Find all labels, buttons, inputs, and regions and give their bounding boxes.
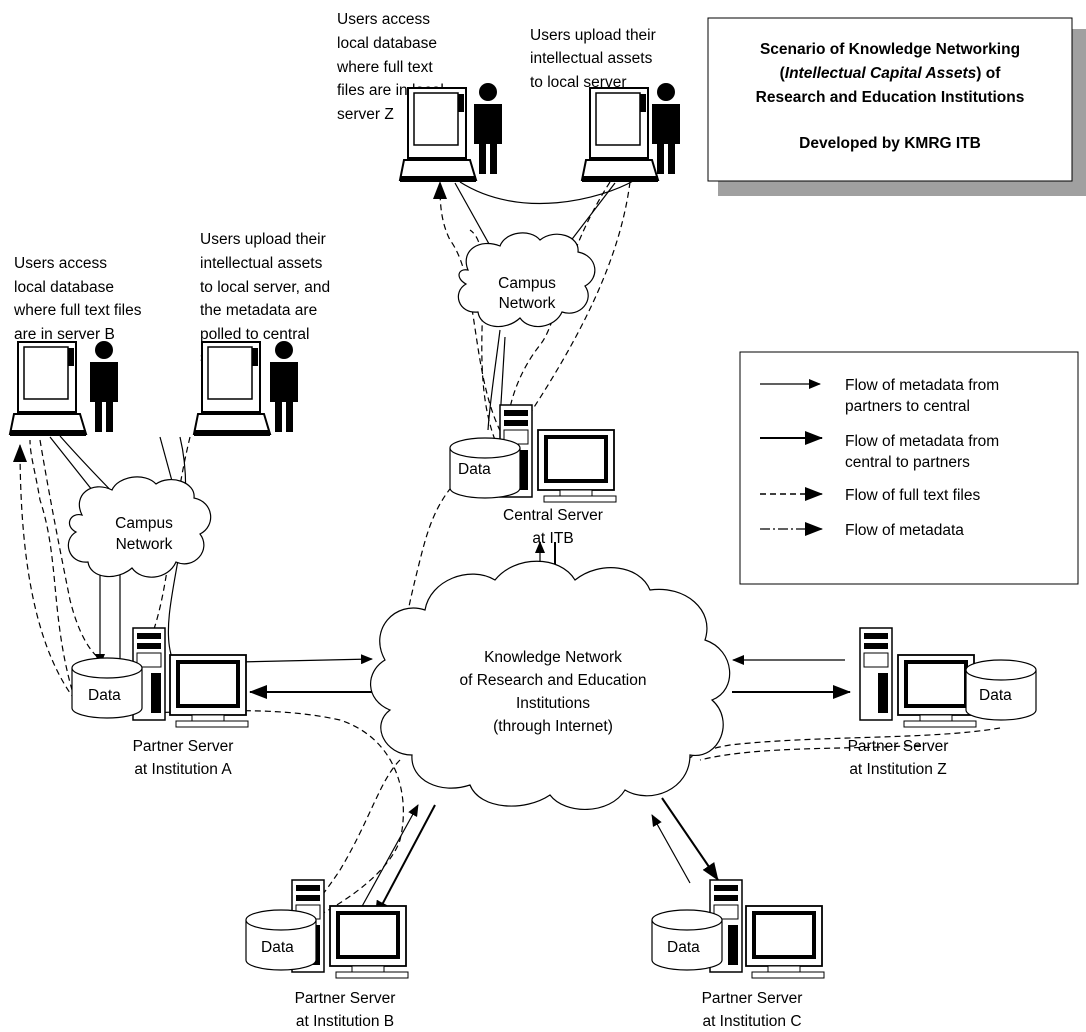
- cloud-campus-left: Campus Network: [67, 476, 212, 578]
- svg-text:Users access: Users access: [337, 11, 430, 28]
- title-line-2: (Intellectual Capital Assets) of: [780, 65, 1002, 82]
- cloud-knowledge-network: Knowledge Network of Research and Educat…: [370, 560, 731, 810]
- title-line-4: Developed by KMRG ITB: [799, 135, 981, 152]
- svg-text:Partner Server: Partner Server: [133, 738, 234, 755]
- tower-icon: [859, 627, 893, 721]
- svg-text:Institutions: Institutions: [516, 695, 590, 712]
- laptop-top-right: [580, 87, 660, 182]
- svg-text:Partner Server: Partner Server: [848, 738, 949, 755]
- svg-text:polled to central: polled to central: [200, 326, 309, 343]
- svg-text:of Research and Education: of Research and Education: [460, 672, 647, 689]
- svg-text:(through Internet): (through Internet): [493, 718, 613, 735]
- laptop-mid-left: [8, 341, 88, 436]
- legend-item-dash-dot: Flow of metadata: [760, 522, 964, 539]
- svg-text:Flow of metadata: Flow of metadata: [845, 522, 964, 539]
- user-figure-mid-right: [270, 341, 298, 432]
- svg-text:at Institution C: at Institution C: [702, 1013, 801, 1030]
- svg-text:Knowledge Network: Knowledge Network: [484, 649, 622, 666]
- svg-text:Data: Data: [88, 687, 121, 704]
- svg-text:at Institution B: at Institution B: [296, 1013, 394, 1030]
- user-figure-top-left: [474, 83, 502, 174]
- database-icon: Data: [449, 437, 521, 499]
- monitor-icon: [169, 654, 249, 728]
- svg-text:Network: Network: [499, 295, 556, 312]
- svg-text:Users access: Users access: [14, 255, 107, 272]
- note-mid-left: Users access local database where full t…: [13, 255, 142, 343]
- svg-text:at ITB: at ITB: [532, 530, 573, 547]
- user-figure-top-right: [652, 83, 680, 174]
- svg-text:to local server: to local server: [530, 74, 626, 91]
- database-icon: Data: [965, 659, 1037, 721]
- monitor-icon: [897, 654, 977, 728]
- monitor-icon: [745, 905, 825, 979]
- cloud-campus-top: Campus Network: [457, 232, 596, 328]
- legend-item-dashed: Flow of full text files: [760, 487, 980, 504]
- partner-server-a: Data Partner Server at Institution A: [71, 627, 249, 778]
- svg-text:Campus: Campus: [498, 275, 556, 292]
- svg-text:intellectual assets: intellectual assets: [530, 50, 653, 67]
- laptop-mid-right: [192, 341, 272, 436]
- svg-text:Campus: Campus: [115, 515, 173, 532]
- database-icon: Data: [245, 909, 317, 971]
- database-icon: Data: [651, 909, 723, 971]
- svg-text:to local server, and: to local server, and: [200, 279, 330, 296]
- database-icon: Data: [71, 657, 143, 719]
- svg-text:Data: Data: [979, 687, 1012, 704]
- legend-item-thin-solid: Flow of metadata from partners to centra…: [760, 377, 999, 415]
- svg-text:intellectual assets: intellectual assets: [200, 255, 323, 272]
- monitor-icon: [537, 429, 617, 503]
- user-figure-mid-left: [90, 341, 118, 432]
- laptop-top-left: [398, 87, 478, 182]
- svg-text:the metadata are: the metadata are: [200, 302, 317, 319]
- monitor-icon: [329, 905, 409, 979]
- svg-text:partners to central: partners to central: [845, 398, 970, 415]
- title-line-3: Research and Education Institutions: [756, 89, 1025, 106]
- svg-text:Data: Data: [261, 939, 294, 956]
- partner-server-z: Data Partner Server at Institution Z: [848, 627, 1037, 778]
- svg-text:Partner Server: Partner Server: [295, 990, 396, 1007]
- svg-text:at Institution Z: at Institution Z: [849, 761, 946, 778]
- central-server: Data Central Server at ITB: [449, 404, 617, 547]
- svg-text:Flow of metadata from: Flow of metadata from: [845, 377, 999, 394]
- legend: Flow of metadata from partners to centra…: [739, 351, 1079, 585]
- svg-text:where full text: where full text: [336, 59, 433, 76]
- svg-text:local database: local database: [14, 279, 114, 296]
- svg-text:Flow of full text files: Flow of full text files: [845, 487, 980, 504]
- svg-text:server Z: server Z: [337, 106, 394, 123]
- svg-text:are in server B: are in server B: [14, 326, 115, 343]
- svg-text:Data: Data: [458, 461, 491, 478]
- legend-item-bold-solid: Flow of metadata from central to partner…: [760, 431, 999, 471]
- svg-text:Users upload their: Users upload their: [530, 27, 656, 44]
- partner-server-c: Data Partner Server at Institution C: [651, 879, 825, 1030]
- title-box: Scenario of Knowledge Networking (Intell…: [707, 17, 1086, 196]
- svg-text:where full text files: where full text files: [13, 302, 142, 319]
- svg-text:Flow of metadata from: Flow of metadata from: [845, 433, 999, 450]
- svg-text:at Institution A: at Institution A: [134, 761, 232, 778]
- svg-text:Users upload their: Users upload their: [200, 231, 326, 248]
- svg-text:Central Server: Central Server: [503, 507, 603, 524]
- svg-text:central to partners: central to partners: [845, 454, 970, 471]
- svg-text:Network: Network: [116, 536, 173, 553]
- title-line-1: Scenario of Knowledge Networking: [760, 41, 1020, 58]
- note-top-right: Users upload their intellectual assets t…: [530, 27, 656, 91]
- svg-text:Data: Data: [667, 939, 700, 956]
- svg-text:Partner Server: Partner Server: [702, 990, 803, 1007]
- partner-server-b: Data Partner Server at Institution B: [245, 879, 409, 1030]
- svg-text:local database: local database: [337, 35, 437, 52]
